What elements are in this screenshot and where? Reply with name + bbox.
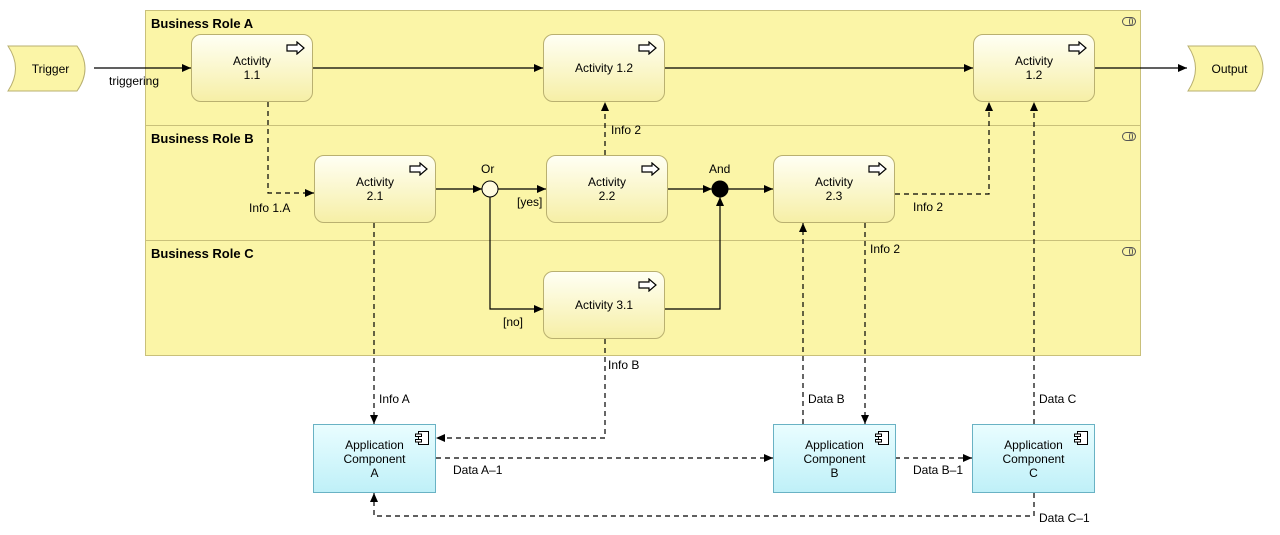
application-component-c[interactable]: Application Component C [972,424,1095,493]
and-junction[interactable] [711,180,729,198]
event-label: Output [1211,61,1248,76]
process-arrow-icon [638,278,657,292]
event-shape [7,45,86,92]
edge-label-data-b1: Data B–1 [913,463,964,477]
edge-label-no: [no] [503,315,524,329]
application-component-b[interactable]: Application Component B [773,424,896,493]
edge-label-data-c1: Data C–1 [1039,511,1090,525]
or-junction[interactable] [481,180,499,198]
activity-label: Activity 3.1 [574,298,634,312]
activity-label: Activity 1.2 [1014,54,1053,82]
lane-title: Business Role C [151,246,254,261]
component-icon [875,431,889,445]
component-icon [415,431,429,445]
activity-label: Activity 1.1 [232,54,271,82]
and-junction-label: And [709,162,731,176]
activity-label: Activity 2.1 [355,175,394,203]
event-label: Trigger [31,61,70,76]
activity-label: Activity 2.2 [587,175,626,203]
lane-title: Business Role A [151,16,254,31]
lane-title: Business Role B [151,131,254,146]
edge-label-info-a: Info A [379,392,410,406]
edge-label-data-c: Data C [1039,392,1077,406]
edge-label-info-2-down: Info 2 [870,242,901,256]
edge-label-info-b: Info B [608,358,640,372]
activity-1-2[interactable]: Activity 1.2 [543,34,665,102]
output-event[interactable]: Output [1187,45,1272,92]
component-label: Application Component A [343,437,406,480]
process-arrow-icon [641,162,660,176]
edge-label-triggering: triggering [109,74,160,88]
trigger-event[interactable]: Trigger [7,45,94,92]
activity-2-2[interactable]: Activity 2.2 [546,155,668,223]
edge-label-data-a1: Data A–1 [453,463,503,477]
business-role-icon [1122,132,1136,141]
event-shape [1187,45,1264,92]
process-arrow-icon [638,41,657,55]
activity-1-1[interactable]: Activity 1.1 [191,34,313,102]
activity-2-1[interactable]: Activity 2.1 [314,155,436,223]
application-component-a[interactable]: Application Component A [313,424,436,493]
access-data-c1[interactable] [370,493,1035,517]
business-role-icon [1122,17,1136,26]
process-arrow-icon [1068,41,1087,55]
activity-1-2-final[interactable]: Activity 1.2 [973,34,1095,102]
flow-3-1-to-and[interactable] [665,197,724,310]
edge-label-info-1a: Info 1.A [249,201,291,215]
activity-label: Activity 1.2 [574,61,634,75]
access-info-2-right[interactable] [895,102,993,195]
access-info-1a[interactable] [267,102,314,197]
process-arrow-icon [286,41,305,55]
component-icon [1074,431,1088,445]
activity-2-3[interactable]: Activity 2.3 [773,155,895,223]
access-info-b[interactable] [436,339,606,442]
edge-label-data-b: Data B [808,392,845,406]
edge-label-info-2-right: Info 2 [913,200,944,214]
activity-3-1[interactable]: Activity 3.1 [543,271,665,339]
edge-label-yes: [yes] [517,195,543,209]
component-label: Application Component B [803,437,866,480]
edge-label-info-2-up: Info 2 [611,123,642,137]
process-arrow-icon [409,162,428,176]
business-role-icon [1122,247,1136,256]
process-arrow-icon [868,162,887,176]
activity-label: Activity 2.3 [814,175,853,203]
component-label: Application Component C [1002,437,1065,480]
or-junction-label: Or [481,162,495,176]
flow-or-no[interactable] [489,197,543,313]
